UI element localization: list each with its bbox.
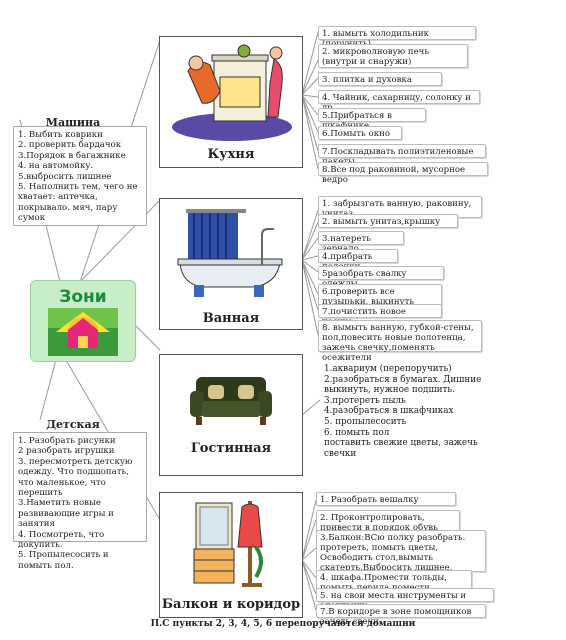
bathroom-zone: Ванная	[159, 198, 303, 330]
kitchen-item-6: 6.Помыть окно	[318, 126, 402, 140]
kitchen-item-7: 7.Поскладывать полиэтиленовые пакеты	[318, 144, 486, 167]
bathroom-item-7: 7.почистить новое насухо.	[318, 304, 442, 327]
bathroom-item-5: 5разобрать свалку одежды	[318, 266, 444, 289]
kitchen-item-8: 8.Все под раковиной, мусорное ведро	[318, 162, 488, 185]
kitchen-item-3: 3. плитка и духовка	[318, 72, 442, 86]
kitchen-zone: Кухня	[159, 36, 303, 168]
living-title: Гостинная	[190, 441, 272, 456]
balcony-title: Балкон и коридор	[161, 597, 301, 612]
kitchen-item-2: 2. микроволновую печь (внутри и снаружи)	[318, 44, 468, 68]
balcony-item-6: 7.В коридоре в зоне помощников зачеть св…	[316, 604, 486, 627]
kitchen-title: Кухня	[207, 147, 255, 162]
balcony-item-2: 2. Проконтролировать, привести в порядок…	[316, 510, 460, 533]
bathroom-item-2: 2. вымыть унитаз,крышку	[318, 214, 458, 228]
children-title: Детская	[46, 418, 100, 431]
bathtub-icon	[177, 209, 283, 297]
house-icon	[48, 308, 118, 356]
center-title: Зони	[59, 287, 107, 307]
balcony-item-3: 3.Балкон:ВСю полку разобрать. протереть,…	[316, 530, 486, 583]
machine-list: 1. Выбить коврики 2. проверить бардачок …	[13, 126, 147, 226]
bathroom-item-8: 8. вымыть ванную, губкой-стены, пол,пове…	[318, 320, 482, 363]
balcony-item-1: 1. Разобрать вешалку	[316, 492, 456, 506]
bathroom-title: Ванная	[202, 311, 260, 326]
machine-title: Машина	[45, 116, 101, 129]
bathroom-item-6: 6.проверить все пузырьки, выкинуть старо…	[318, 284, 442, 317]
children-list: 1. Разобрать рисунки 2 разобрать игрушки…	[13, 432, 147, 571]
coat-rack-icon	[193, 501, 263, 587]
living-zone: Гостинная	[159, 354, 303, 476]
bathroom-item-4: 4.прибрать полочки	[318, 249, 398, 272]
kitchen-stove-icon	[172, 44, 292, 141]
footer-note: П.С пункты 2, 3, 4, 5, 6 перепоручаются …	[150, 619, 416, 629]
kitchen-item-4: 4. Чайник, сахарницу, солонку и др.	[318, 90, 480, 113]
living-list: 1.аквариум (перепоручить) 2.разобраться …	[324, 364, 482, 459]
kitchen-item-5: 5.Прибраться в шкафчике	[318, 108, 426, 131]
sofa-icon	[190, 377, 272, 425]
kitchen-item-1: 1. вымыть холодильник (поручить)	[318, 26, 476, 49]
bathroom-item-3: 3.натереть зернало	[318, 231, 404, 254]
center-node: Зони	[30, 280, 136, 362]
balcony-zone: Балкон и коридор	[159, 492, 303, 618]
balcony-item-5: 5. на свои места инструменты и электрику	[316, 588, 494, 611]
